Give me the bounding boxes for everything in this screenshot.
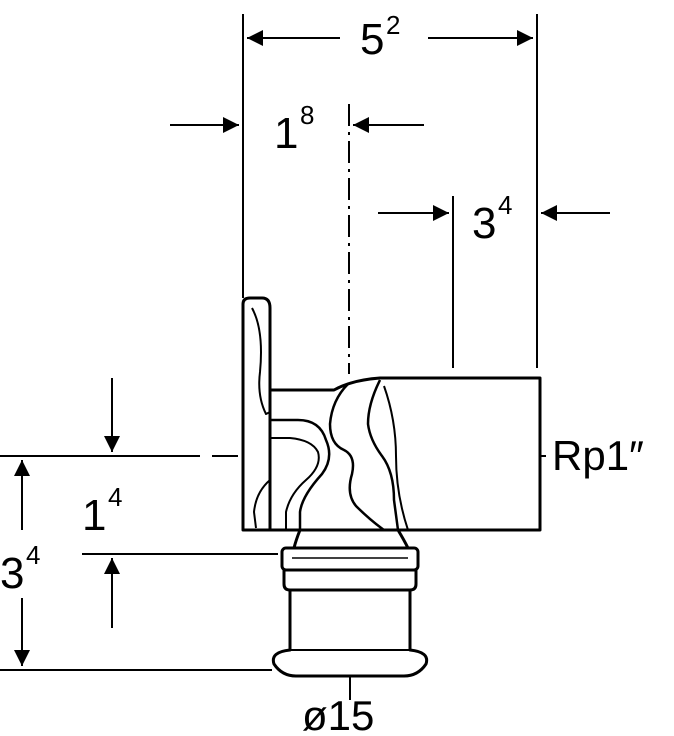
- dimension-total-height: 3 4: [0, 460, 40, 666]
- upper-height-base: 1: [82, 491, 106, 540]
- flange-offset-exponent: 8: [300, 100, 314, 130]
- overall-width-base: 5: [360, 15, 384, 64]
- flange-lower-contour: [253, 479, 271, 529]
- total-height-exponent: 4: [26, 540, 40, 570]
- horizontal-reference-lines: [0, 455, 278, 671]
- socket-length-base: 3: [472, 199, 496, 248]
- flange-inner-contour: [251, 307, 271, 415]
- connector-sleeve: [271, 588, 429, 678]
- socket-outlet: [268, 376, 542, 532]
- pipe-diameter-label: ø15: [302, 692, 374, 736]
- dimension-flange-offset: 1 8: [170, 100, 424, 158]
- thread-label: Rp1″: [552, 432, 644, 479]
- dimension-socket-length: 3 4: [378, 190, 610, 248]
- socket-bore-line: [383, 385, 409, 531]
- flange-offset-base: 1: [274, 109, 298, 158]
- dimension-overall-width: 5 2: [247, 10, 533, 64]
- elbow-outer-curve: [366, 379, 400, 531]
- socket-length-exponent: 4: [498, 190, 512, 220]
- extension-lines: [242, 14, 538, 374]
- overall-width-exponent: 2: [386, 10, 400, 40]
- elbow-bend-curve: [328, 383, 385, 532]
- upper-height-exponent: 4: [108, 482, 122, 512]
- connector-ring: [282, 568, 418, 592]
- connector-collar: [280, 546, 420, 572]
- fitting-body: [241, 296, 542, 532]
- internal-flow-contour: [270, 418, 331, 530]
- press-connector: [271, 528, 429, 678]
- wall-flange: [241, 296, 272, 532]
- total-height-base: 3: [0, 549, 24, 598]
- dimension-upper-height: 1 4: [82, 378, 122, 628]
- connector-neck: [292, 528, 410, 550]
- internal-flow-contour-2: [270, 437, 320, 530]
